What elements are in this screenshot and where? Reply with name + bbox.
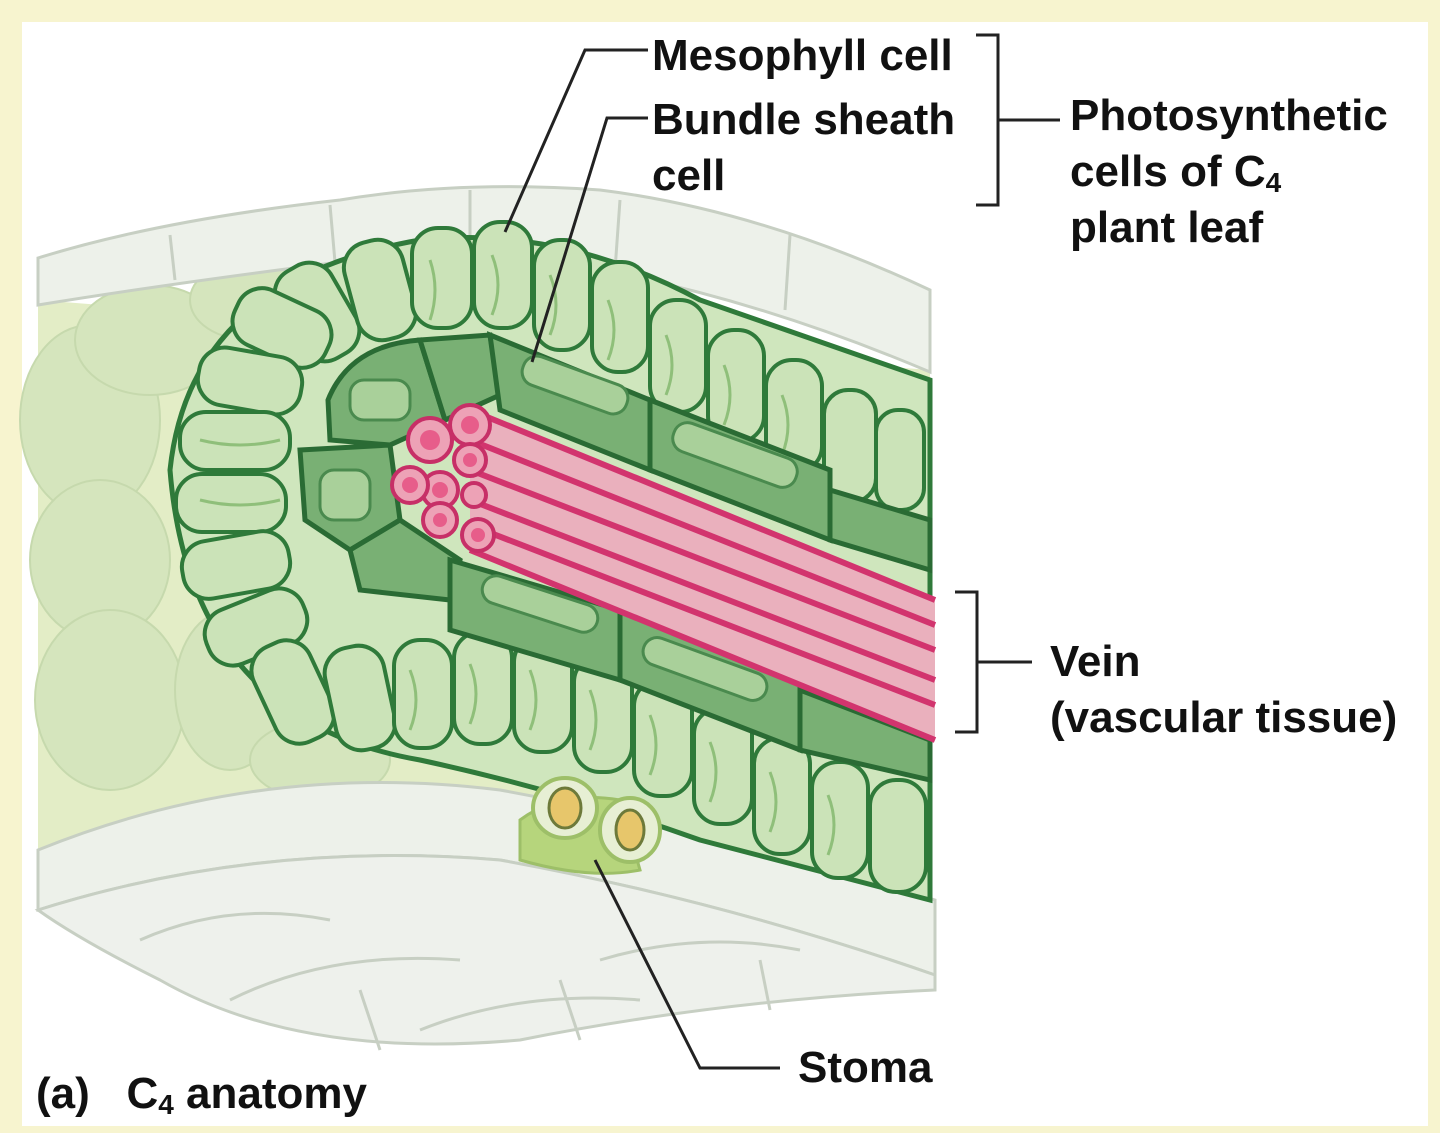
stoma-leader xyxy=(593,859,780,1070)
bundle-sheath-label-line2: cell xyxy=(652,151,726,200)
photosynthetic-label-line2: cells of C4 xyxy=(1070,144,1281,211)
vein-label-line2: (vascular tissue) xyxy=(1050,693,1398,742)
mesophyll-leader xyxy=(503,48,648,233)
mesophyll-chloroplast-outlines xyxy=(199,254,836,856)
stoma-structure xyxy=(518,776,662,875)
photosynthetic-label-subscript: 4 xyxy=(1265,167,1282,198)
photosynthetic-label-line3: plant leaf xyxy=(1070,203,1264,252)
caption-part: (a) xyxy=(36,1069,90,1118)
leader-lines xyxy=(503,33,1060,1070)
mesophyll-label: Mesophyll cell xyxy=(652,31,953,80)
lower-surface xyxy=(34,854,937,1046)
vein-bracket xyxy=(955,590,979,734)
caption-suffix: anatomy xyxy=(173,1069,367,1118)
bundle-sheath-leader xyxy=(530,116,648,363)
vein-label-line1: Vein xyxy=(1050,637,1141,686)
caption-prefix: C xyxy=(126,1069,159,1118)
photosynthetic-bracket xyxy=(976,33,1000,207)
stoma-label: Stoma xyxy=(798,1043,933,1092)
vein-bundle xyxy=(390,403,937,743)
caption-subscript: 4 xyxy=(158,1089,174,1120)
bundle-sheath-interiors xyxy=(318,354,799,702)
lower-surface-cells xyxy=(139,911,801,1051)
caption: (a) C4 anatomy xyxy=(36,1066,367,1133)
photosynthetic-label-line1: Photosynthetic xyxy=(1070,91,1388,140)
photosynthetic-label-line2-text: cells of C xyxy=(1070,147,1266,196)
bundle-sheath-label-line1: Bundle sheath xyxy=(652,95,956,144)
